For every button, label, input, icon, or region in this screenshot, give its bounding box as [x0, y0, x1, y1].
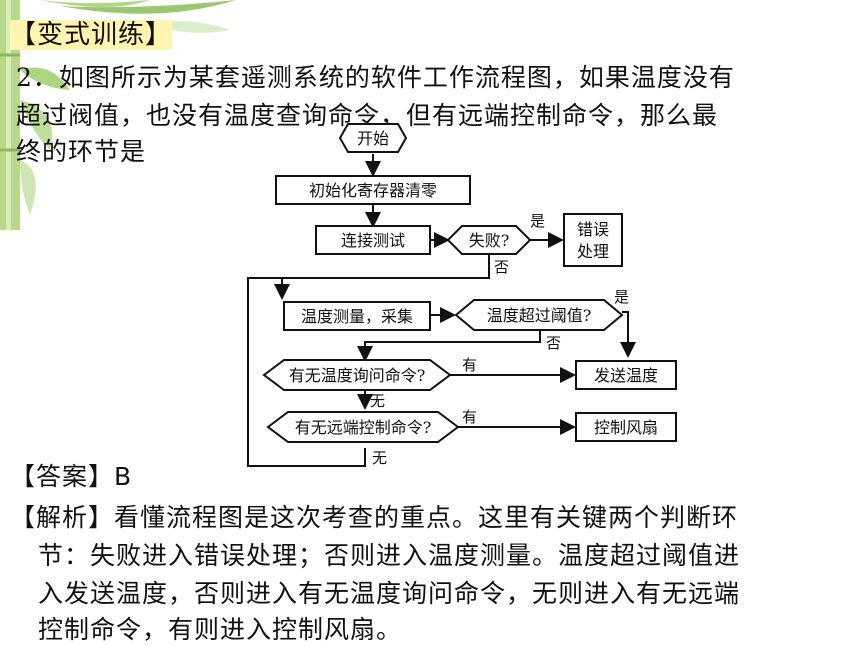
- none-label-query: 无: [370, 392, 385, 410]
- measure-box: [283, 301, 431, 331]
- connect-box: [315, 225, 431, 255]
- query-decision: [262, 359, 452, 391]
- none-label-remote: 无: [372, 449, 387, 467]
- fail-question-label: 失败?: [469, 231, 510, 250]
- exceed-decision: [454, 299, 624, 331]
- answer-line: 【答案】B: [10, 462, 133, 491]
- remote-question-label: 有无远端控制命令?: [295, 418, 432, 437]
- init-label: 初始化寄存器清零: [309, 181, 437, 200]
- fan-box: [575, 412, 677, 442]
- start-node: [338, 123, 408, 153]
- explanation-line-2: 节：失败进入错误处理；否则进入温度测量。温度超过阈值进: [38, 541, 741, 570]
- measure-label: 温度测量，采集: [301, 307, 413, 326]
- explanation-line-3: 入发送温度，否则进入有无温度询问命令，无则进入有无远端: [38, 579, 741, 608]
- error-box: [563, 213, 623, 267]
- start-label: 开始: [357, 129, 389, 148]
- yes-label-exceed: 是: [614, 288, 629, 306]
- send-box: [575, 360, 677, 390]
- error-label-1: 错误: [577, 220, 609, 239]
- question-line-1: 2．如图所示为某套遥测系统的软件工作流程图，如果温度没有: [16, 63, 735, 92]
- explanation-line-4: 控制命令，有则进入控制风扇。: [38, 615, 403, 644]
- query-question-label: 有无温度询问命令?: [289, 366, 426, 385]
- have-label-query: 有: [462, 356, 477, 374]
- fan-label: 控制风扇: [594, 418, 658, 437]
- have-label-remote: 有: [462, 408, 477, 426]
- question-line-3: 终的环节是: [16, 137, 147, 166]
- flowchart-diagram: 开始 初始化寄存器清零 连接测试 失败? 错误 处理 温度测量，采集 温度超过阈…: [247, 123, 677, 467]
- explanation-line-1: 【解析】看懂流程图是这次考查的重点。这里有关键两个判断环: [10, 503, 739, 532]
- error-label-2: 处理: [577, 242, 609, 261]
- yes-label-fail: 是: [530, 212, 545, 230]
- remote-decision: [266, 411, 460, 443]
- no-label-fail: 否: [494, 258, 509, 276]
- send-label: 发送温度: [594, 366, 658, 385]
- fail-decision: [446, 225, 532, 255]
- init-box: [275, 175, 471, 205]
- connect-label: 连接测试: [341, 231, 405, 250]
- exceed-question-label: 温度超过阈值?: [487, 306, 592, 325]
- no-label-exceed: 否: [546, 334, 561, 352]
- section-heading: 【变式训练】: [10, 20, 173, 50]
